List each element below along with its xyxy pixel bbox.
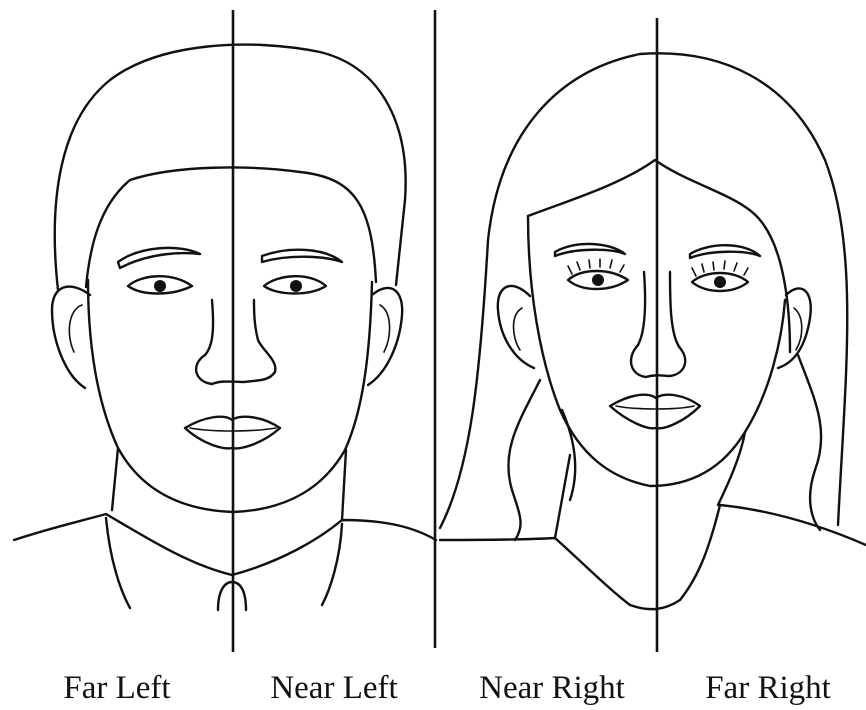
male-left-eyebrow	[118, 248, 200, 268]
male-right-eyebrow	[262, 250, 342, 262]
female-neck	[440, 505, 720, 609]
male-left-ear	[52, 287, 90, 388]
female-hair-strand-right	[798, 355, 821, 530]
female-right-ear	[778, 288, 811, 368]
male-neck-right	[342, 450, 346, 520]
label-far-left: Far Left	[52, 668, 182, 708]
male-right-pupil	[290, 280, 302, 292]
label-far-right: Far Right	[688, 668, 848, 708]
male-right-ear	[368, 288, 402, 385]
female-mouth	[610, 395, 700, 429]
label-near-left: Near Left	[254, 668, 414, 708]
female-left-ear-inner	[514, 308, 523, 350]
female-right-pupil	[714, 276, 726, 288]
female-shoulder-right	[720, 505, 866, 545]
male-collar-right	[322, 524, 342, 605]
female-left-ear	[498, 286, 534, 368]
female-face	[440, 53, 866, 609]
male-face-outline	[88, 280, 372, 512]
female-hair-strand-left	[508, 380, 540, 540]
female-right-ear-inner	[794, 308, 802, 350]
female-mouth-line	[616, 406, 694, 409]
male-collar-left	[106, 518, 130, 608]
male-left-ear-inner	[69, 305, 82, 352]
female-neck-left	[555, 455, 570, 538]
male-nose	[196, 300, 275, 384]
male-face	[14, 45, 436, 610]
label-near-right: Near Right	[462, 668, 642, 708]
female-right-eyebrow	[690, 245, 760, 258]
male-hairline	[86, 167, 376, 287]
male-neck	[112, 448, 118, 510]
female-left-eyebrow	[555, 244, 625, 256]
male-shoulders	[14, 514, 436, 575]
female-hairline	[528, 160, 790, 352]
male-right-ear-inner	[380, 305, 390, 352]
female-left-pupil	[592, 274, 604, 286]
male-left-pupil	[154, 280, 166, 292]
female-hair-strand-right-2	[718, 432, 745, 505]
